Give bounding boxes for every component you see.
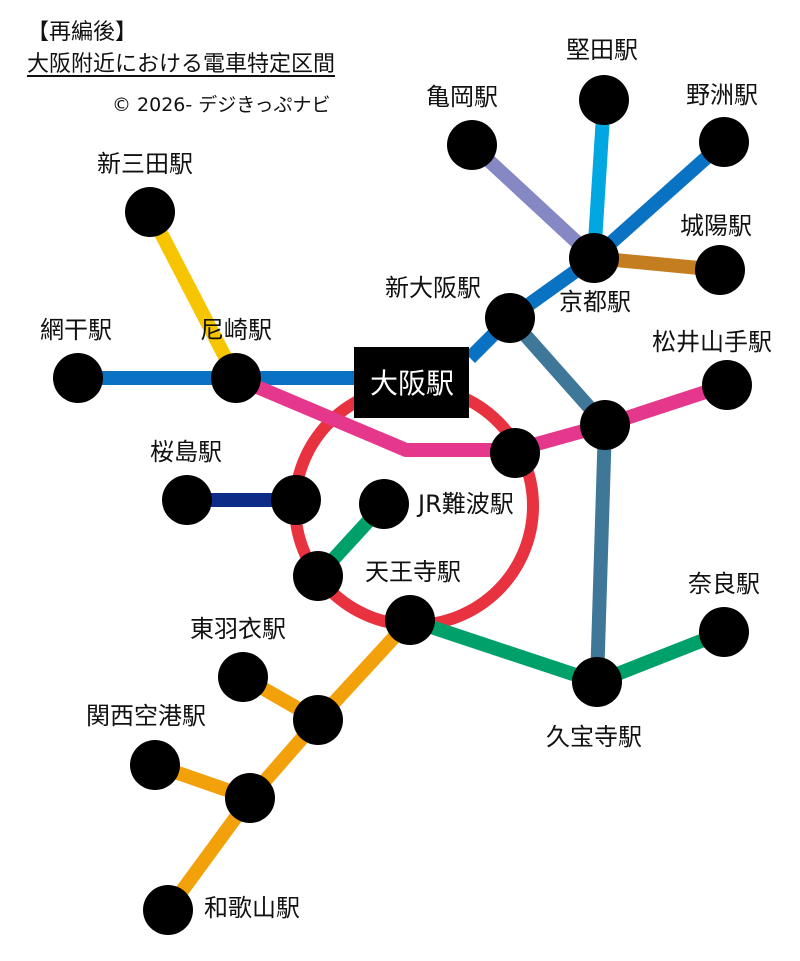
station-dot-shinosaka[interactable] [485, 293, 535, 343]
label-kameoka: 亀岡駅 [426, 83, 498, 111]
station-dot-hanaten[interactable] [580, 400, 630, 450]
label-kyoto: 京都駅 [559, 288, 631, 316]
station-dot-kyoto[interactable] [569, 233, 619, 283]
station-dot-kyuhoji[interactable] [572, 657, 622, 707]
osaka-higashi-line [504, 313, 612, 683]
station-dot-joyo[interactable] [695, 245, 745, 295]
station-dot-amagasaki[interactable] [211, 353, 261, 403]
osaka-hub-box[interactable] [354, 347, 469, 418]
station-dot-sanda[interactable] [125, 187, 175, 237]
label-tennoji: 天王寺駅 [365, 558, 461, 586]
station-dot-kyobashi[interactable] [490, 428, 540, 478]
takarazuka-line [143, 208, 243, 382]
sagano-line [467, 139, 599, 264]
station-dot-higashihagoromo[interactable] [218, 652, 268, 702]
label-sakurajima: 桜島駅 [150, 438, 222, 466]
station-dot-yasu[interactable] [699, 117, 749, 167]
station-dot-tennoji[interactable] [385, 595, 435, 645]
label-shinosaka: 新大阪駅 [385, 274, 481, 302]
station-dot-kameoka[interactable] [447, 120, 497, 170]
label-joyo: 城陽駅 [680, 212, 752, 240]
station-dot-jrnamba[interactable] [359, 479, 409, 529]
map-title: 大阪附近における電車特定区間 [27, 52, 336, 77]
label-yasu: 野洲駅 [686, 81, 758, 109]
label-sanda: 新三田駅 [97, 150, 193, 178]
station-dot-hineno[interactable] [225, 773, 275, 823]
label-kyuhoji: 久宝寺駅 [546, 723, 642, 751]
station-dot-imamiya[interactable] [293, 551, 343, 601]
yamatoji-line [407, 613, 727, 689]
osaka-hub-label: 大阪駅 [370, 367, 454, 400]
station-dot-nara[interactable] [699, 607, 749, 657]
label-wakayama: 和歌山駅 [204, 894, 300, 922]
hanwa-line [162, 615, 416, 915]
label-higashihagoromo: 東羽衣駅 [190, 615, 286, 643]
station-dot-otori[interactable] [293, 695, 343, 745]
station-dot-sakurajima[interactable] [162, 475, 212, 525]
label-aboshi: 網干駅 [40, 316, 112, 344]
station-dot-matsuiyamate[interactable] [702, 360, 752, 410]
station-dot-katata[interactable] [579, 75, 629, 125]
header-tag: 【再編後】 [27, 20, 138, 45]
label-amagasaki: 尼崎駅 [200, 316, 272, 344]
kosei-line [587, 99, 611, 259]
label-matsuiyamate: 松井山手駅 [652, 328, 772, 356]
label-katata: 堅田駅 [566, 36, 638, 64]
label-jrnamba: JR難波駅 [416, 490, 514, 518]
station-dot-nishikujo[interactable] [271, 475, 321, 525]
station-dot-aboshi[interactable] [53, 353, 103, 403]
station-dot-kanku[interactable] [130, 740, 180, 790]
label-kanku: 関西空港駅 [86, 702, 206, 730]
copyright-notice: © 2026- デジきっぷナビ [112, 94, 331, 116]
label-nara: 奈良駅 [688, 570, 760, 598]
station-dot-wakayama[interactable] [143, 885, 193, 935]
